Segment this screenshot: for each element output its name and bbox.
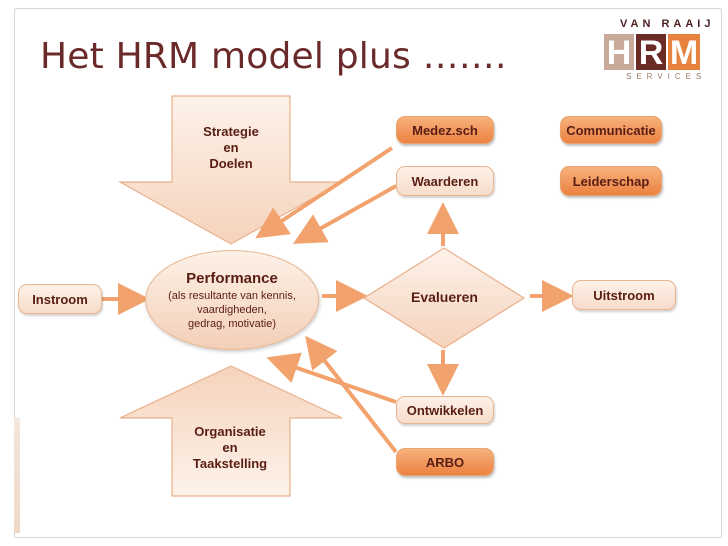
medezsch-box: Medez.sch xyxy=(396,116,494,144)
instroom-box: Instroom xyxy=(18,284,102,314)
strategie-line-1: Strategie xyxy=(203,124,259,139)
performance-line-3: gedrag, motivatie) xyxy=(187,317,277,330)
arrow-medez-strategie xyxy=(255,146,394,239)
uitstroom-box: Uitstroom xyxy=(572,280,676,310)
logo-letter-m: M xyxy=(668,34,700,72)
logo-sub-text: SERVICES xyxy=(626,72,707,81)
strategie-label: Strategie en Doelen xyxy=(185,124,277,172)
organisatie-line-3: Taakstelling xyxy=(192,456,268,471)
arbo-box: ARBO xyxy=(396,448,494,476)
performance-title: Performance xyxy=(186,269,278,287)
arrow-arbo-performance xyxy=(305,335,398,454)
slide-frame xyxy=(14,8,722,538)
arrow-ontwikkelen-performance xyxy=(266,352,397,404)
waarderen-box: Waarderen xyxy=(396,166,494,196)
ontwikkelen-box: Ontwikkelen xyxy=(396,396,494,424)
performance-line-1: (als resultante van kennis, xyxy=(168,289,296,302)
organisatie-line-2: en xyxy=(222,440,238,455)
logo-letter-h: H xyxy=(604,34,634,72)
strategie-line-3: Doelen xyxy=(209,156,253,171)
organisatie-block-arrow xyxy=(119,365,343,497)
strategie-line-2: en xyxy=(223,140,239,155)
leiderschap-box: Leiderschap xyxy=(560,166,662,196)
organisatie-line-1: Organisatie xyxy=(194,424,266,439)
performance-line-2: vaardigheden, xyxy=(197,303,267,316)
communicatie-box: Communicatie xyxy=(560,116,662,144)
evalueren-diamond xyxy=(362,247,526,349)
arrow-waarderen-performance xyxy=(293,184,397,244)
organisatie-label: Organisatie en Taakstelling xyxy=(175,424,285,472)
evalueren-label: Evalueren xyxy=(411,289,478,305)
logo-letter-r: R xyxy=(636,34,666,72)
decorative-bar xyxy=(14,418,20,533)
performance-ellipse: Performance (als resultante van kennis, … xyxy=(145,250,319,350)
logo-top-text: VAN RAAIJ xyxy=(620,18,715,30)
company-logo: H R M xyxy=(604,34,700,72)
slide-title: Het HRM model plus ……. xyxy=(40,36,507,77)
